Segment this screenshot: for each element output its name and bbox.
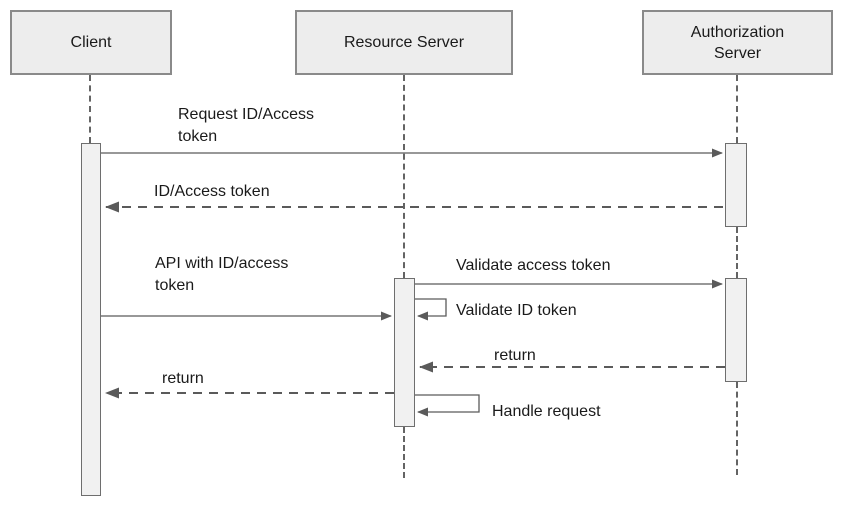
arrow-handle-request-self-loop xyxy=(415,394,480,417)
lifeline-resource-server-lower xyxy=(403,427,405,478)
lifeline-authorization-server-lower xyxy=(736,382,738,475)
activation-authorization-server-2 xyxy=(725,278,747,382)
message-label-handle-request: Handle request xyxy=(492,403,601,420)
actor-box-authorization-server: Authorization Server xyxy=(642,10,833,75)
message-label-return-resource-to-client: return xyxy=(162,370,204,387)
lifeline-client xyxy=(89,75,91,143)
message-label-return-auth-to-resource: return xyxy=(494,347,536,364)
message-label-validate-access-token: Validate access token xyxy=(456,257,611,274)
activation-client xyxy=(81,143,101,496)
activation-resource-server xyxy=(394,278,415,427)
actor-label-resource-server: Resource Server xyxy=(343,34,465,51)
message-label-api-with-id-access-token: API with ID/access token xyxy=(155,255,289,294)
activation-authorization-server-1 xyxy=(725,143,747,227)
lifeline-resource-server xyxy=(403,75,405,278)
message-label-request-id-access-token: Request ID/Access token xyxy=(178,106,315,145)
message-label-id-access-token: ID/Access token xyxy=(154,183,270,200)
arrow-validate-id-token-self-loop xyxy=(415,298,447,321)
lifeline-authorization-server xyxy=(736,75,738,143)
message-label-validate-id-token: Validate ID token xyxy=(456,302,577,319)
actor-box-resource-server: Resource Server xyxy=(295,10,513,75)
actor-box-client: Client xyxy=(10,10,172,75)
actor-label-client: Client xyxy=(70,34,112,51)
actor-label-authorization-server: Authorization Server xyxy=(690,23,785,62)
lifeline-authorization-server-mid xyxy=(736,227,738,278)
